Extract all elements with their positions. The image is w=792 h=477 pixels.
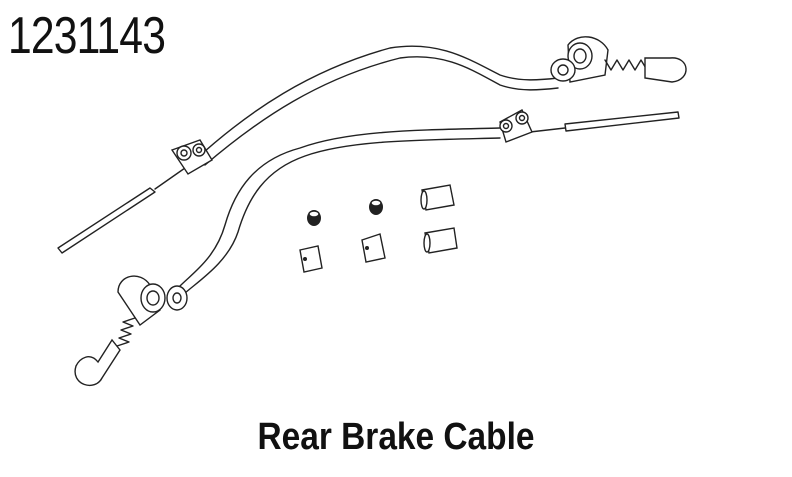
ferrule xyxy=(420,184,455,211)
ferrule xyxy=(423,227,458,254)
lower-cable-clip xyxy=(499,109,533,143)
set-screw xyxy=(369,199,383,215)
cable-end-barrel xyxy=(299,245,323,273)
caption: Rear Brake Cable xyxy=(257,416,535,458)
upper-cable xyxy=(57,45,559,254)
set-screw xyxy=(307,210,321,226)
lower-adjuster xyxy=(74,275,188,387)
lower-cable xyxy=(177,111,680,294)
upper-cable-clip xyxy=(170,139,213,175)
part-number: 1231143 xyxy=(8,7,166,65)
upper-adjuster xyxy=(550,36,687,83)
cable-end-barrel xyxy=(361,233,386,263)
